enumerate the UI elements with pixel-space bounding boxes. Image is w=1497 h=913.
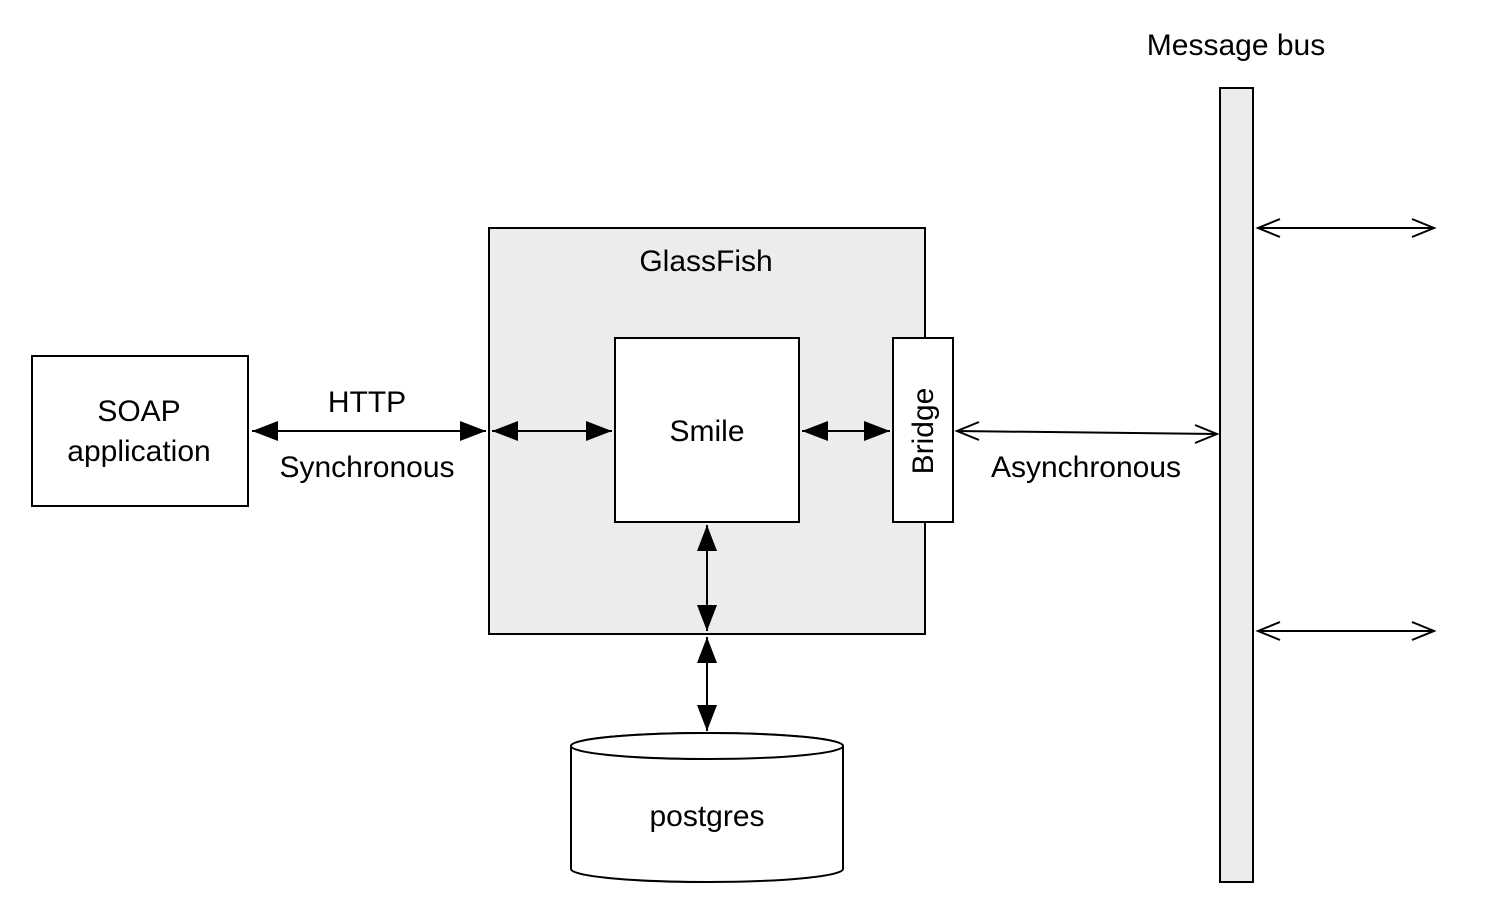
- asynchronous-label: Asynchronous: [991, 451, 1181, 484]
- bridge-label: Bridge: [907, 388, 940, 475]
- http-label: HTTP: [328, 386, 406, 419]
- soap-label-line2: application: [67, 435, 210, 468]
- smile-label: Smile: [669, 415, 744, 448]
- message-bus-bar: [1219, 87, 1254, 883]
- synchronous-label: Synchronous: [279, 451, 454, 484]
- soap-label-line1: SOAP: [97, 395, 180, 428]
- glassfish-label: GlassFish: [639, 245, 772, 278]
- smile-bridge-arrow: [802, 421, 890, 441]
- bridge-box: [892, 337, 954, 523]
- bus-connector-top: [1255, 218, 1437, 238]
- smile-down-arrow: [697, 525, 717, 631]
- postgres-database: [570, 732, 844, 883]
- postgres-label: postgres: [649, 800, 764, 833]
- bus-connector-bottom: [1255, 621, 1437, 641]
- http-arrow: [252, 421, 486, 441]
- glassfish-postgres-arrow: [697, 637, 717, 731]
- soap-application-box: [31, 355, 249, 507]
- glassfish-smile-arrow: [492, 421, 612, 441]
- async-arrow: [954, 421, 1220, 444]
- smile-box: [614, 337, 800, 523]
- message-bus-label: Message bus: [1147, 29, 1325, 62]
